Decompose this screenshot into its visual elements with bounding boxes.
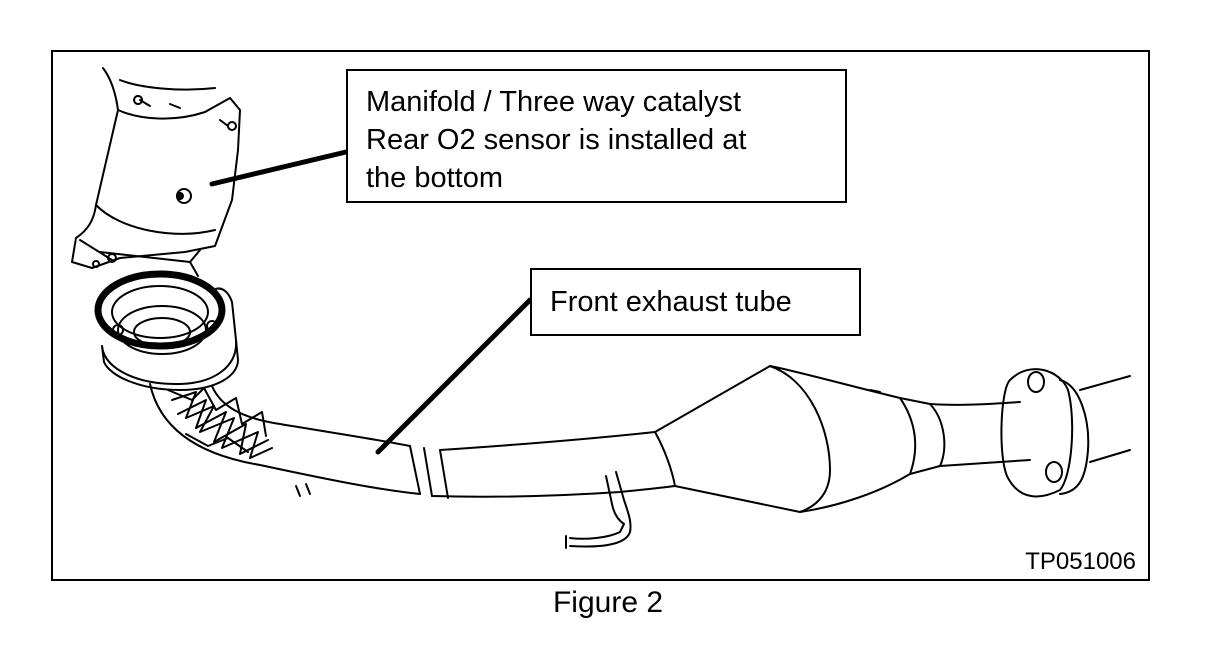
manifold-leader-line [209, 149, 349, 187]
catalytic-converter [654, 365, 946, 513]
figure-caption: Figure 2 [552, 586, 664, 619]
figure-code: TP051006 [1025, 548, 1136, 575]
manifold-callout-line-1: Manifold / Three way catalyst [366, 86, 742, 118]
manifold-callout-line-3: the bottom [366, 162, 504, 194]
manifold-callout: Manifold / Three way catalyst Rear O2 se… [346, 69, 847, 203]
front-exhaust-tube [149, 383, 676, 499]
front-tube-callout-text: Front exhaust tube [550, 286, 792, 318]
inlet-flange [101, 287, 239, 391]
sensor-pipe [565, 471, 632, 549]
outlet-flange [929, 368, 1131, 498]
manifold-callout-line-2: Rear O2 sensor is installed at [366, 124, 747, 156]
front-tube-leader-line [375, 297, 533, 455]
manifold-catalyst [71, 67, 241, 269]
front-tube-callout: Front exhaust tube [530, 268, 861, 336]
gasket-ring [94, 261, 226, 350]
